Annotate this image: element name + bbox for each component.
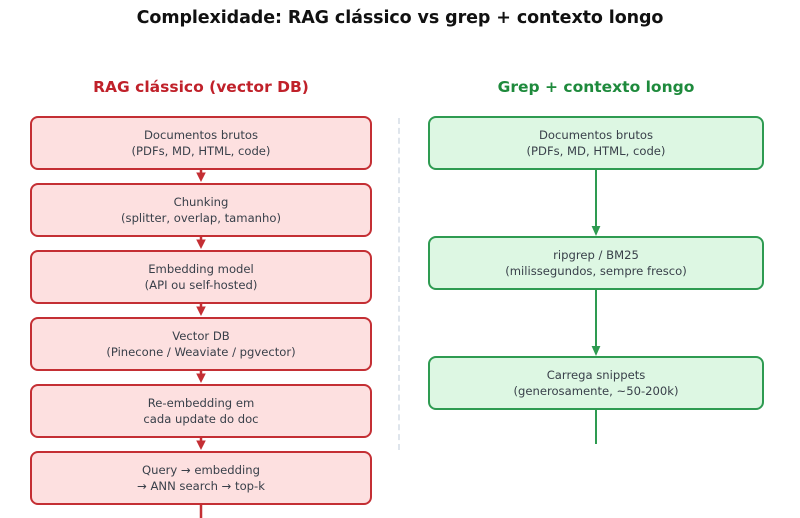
flow-node[interactable]: Carrega snippets (generosamente, ~50-200…	[428, 356, 764, 410]
flow-node-line2: (splitter, overlap, tamanho)	[121, 211, 281, 225]
flow-tail-connector	[30, 505, 372, 518]
flow-arrow-down-icon	[428, 290, 764, 356]
flow-arrow-down-icon	[30, 170, 372, 183]
column-heading-rag-classico: RAG clássico (vector DB)	[93, 78, 309, 96]
flow-node[interactable]: Documentos brutos (PDFs, MD, HTML, code)	[30, 116, 372, 170]
column-divider	[398, 118, 400, 450]
flow-node[interactable]: Documentos brutos (PDFs, MD, HTML, code)	[428, 116, 764, 170]
flow-node[interactable]: Query → embedding → ANN search → top-k	[30, 451, 372, 505]
flow-node-line2: → ANN search → top-k	[137, 479, 265, 493]
flow-arrow-down-icon	[428, 170, 764, 236]
flow-tail-connector	[428, 410, 764, 444]
flow-arrow-down-icon	[30, 237, 372, 250]
flow-node-line1: Documentos brutos	[143, 127, 259, 142]
flow-node-line1: Carrega snippets	[546, 367, 646, 382]
flow-node-line1: ripgrep / BM25	[553, 247, 639, 262]
diagram-canvas: Complexidade: RAG clássico vs grep + con…	[30, 8, 764, 518]
flow-node-line2: cada update do doc	[143, 412, 259, 426]
flow-node-line2: (API ou self-hosted)	[144, 278, 258, 292]
flow-node[interactable]: ripgrep / BM25 (milissegundos, sempre fr…	[428, 236, 764, 290]
flow-arrow-down-icon	[30, 304, 372, 317]
flow-node-line1: Embedding model	[148, 261, 254, 276]
flow-node-line2: (Pinecone / Weaviate / pgvector)	[106, 345, 296, 359]
flow-node-line1: Chunking	[173, 194, 229, 209]
flow-node-line1: Query → embedding	[142, 462, 260, 477]
flow-column-grep-contexto-longo: Documentos brutos (PDFs, MD, HTML, code)…	[428, 116, 764, 444]
flow-node-line1: Vector DB	[172, 328, 230, 343]
flow-arrow-down-icon	[30, 438, 372, 451]
flow-node[interactable]: Embedding model (API ou self-hosted)	[30, 250, 372, 304]
flow-node[interactable]: Re-embedding em cada update do doc	[30, 384, 372, 438]
page-title: Complexidade: RAG clássico vs grep + con…	[136, 8, 664, 28]
flow-node-line1: Re-embedding em	[147, 395, 255, 410]
flow-column-rag-classico: Documentos brutos (PDFs, MD, HTML, code)…	[30, 116, 372, 518]
column-heading-grep-contexto-longo: Grep + contexto longo	[497, 78, 695, 96]
flow-node[interactable]: Chunking (splitter, overlap, tamanho)	[30, 183, 372, 237]
flow-node-line2: (generosamente, ~50-200k)	[513, 384, 679, 398]
flow-node-line2: (milissegundos, sempre fresco)	[505, 264, 687, 278]
flow-node-line1: Documentos brutos	[538, 127, 654, 142]
flow-node-line2: (PDFs, MD, HTML, code)	[131, 144, 271, 158]
flow-node-line2: (PDFs, MD, HTML, code)	[526, 144, 666, 158]
flow-arrow-down-icon	[30, 371, 372, 384]
flow-node[interactable]: Vector DB (Pinecone / Weaviate / pgvecto…	[30, 317, 372, 371]
